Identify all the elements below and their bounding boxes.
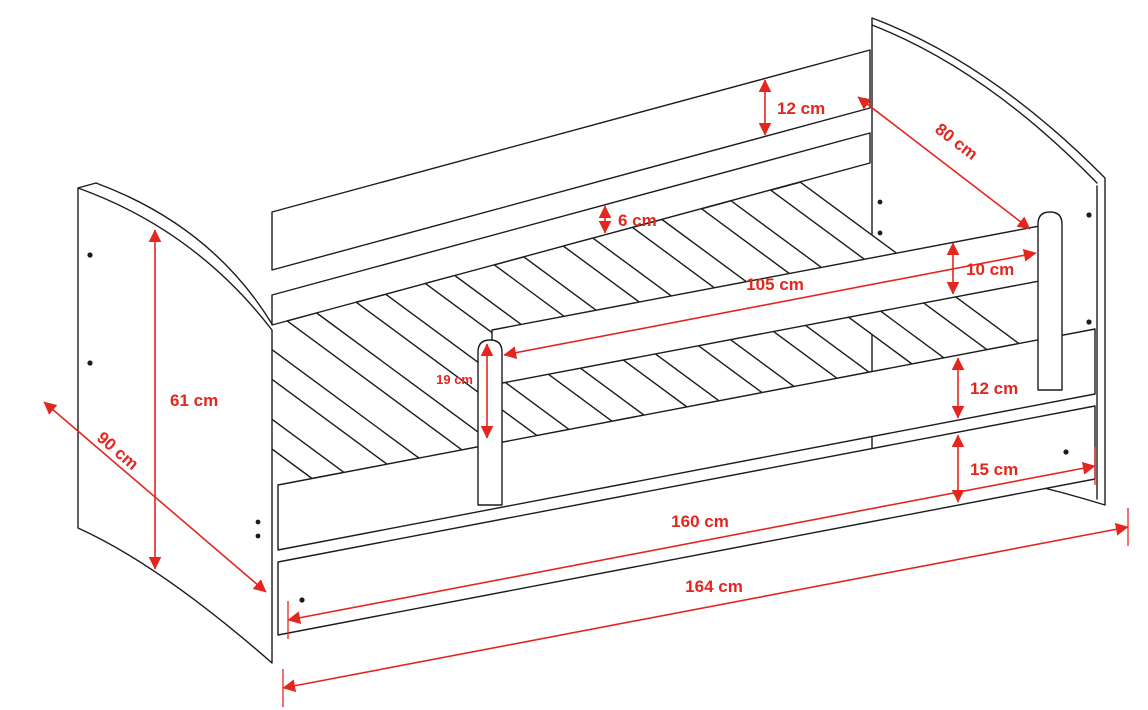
drawer-height-label: 15 cm [970,460,1018,479]
headboard-height-label: 61 cm [170,391,218,410]
side-rail-height-label: 12 cm [970,379,1018,398]
headboard-top-edge-line [95,182,273,325]
bed-width-arrow [857,96,1031,230]
screw-dot [255,533,261,539]
bed-structure [77,17,1106,664]
screw-dot [1063,449,1069,455]
screw-dot [87,252,93,258]
headboard-panel [77,187,273,664]
guard-rail-height-label: 10 cm [966,260,1014,279]
screw-dot [877,199,883,205]
total-length-label: 164 cm [685,577,743,596]
guard-rail-length-label: 105 cm [746,275,804,294]
dimension-slat-frame-height: 6 cm [598,205,657,234]
dimension-side-rail-height: 12 cm [951,357,1018,419]
guard-rail-clearance-label: 19 cm [436,372,473,387]
headboard-edge-cap-line [77,182,97,189]
inner-length-label: 160 cm [671,512,729,531]
guard-rail-post-right [1037,211,1063,391]
screw-dot [299,597,305,603]
dimension-guard-rail-length: 105 cm [503,249,1037,359]
screw-dot [255,519,261,525]
screw-dot [1086,212,1092,218]
dimension-guard-rail-clearance: 19 cm [436,343,494,439]
screw-dot [877,230,883,236]
dimension-total-length: 164 cm [282,508,1129,707]
total-length-arrow [282,522,1129,693]
dimension-back-rail-height: 12 cm [758,79,825,136]
guard-rail-length-arrow [503,249,1037,359]
screw-dot [1086,319,1092,325]
slat-frame-height-label: 6 cm [618,211,657,230]
dimension-annotations: 12 cm 80 cm 6 cm 10 cm 105 cm 19 cm 12 c… [43,79,1129,707]
bed-depth-arrow [43,401,267,593]
screw-dot [87,360,93,366]
back-rail-height-label: 12 cm [777,99,825,118]
footboard-top-edge-line [871,24,1098,184]
guard-rail-post-left [477,339,503,506]
